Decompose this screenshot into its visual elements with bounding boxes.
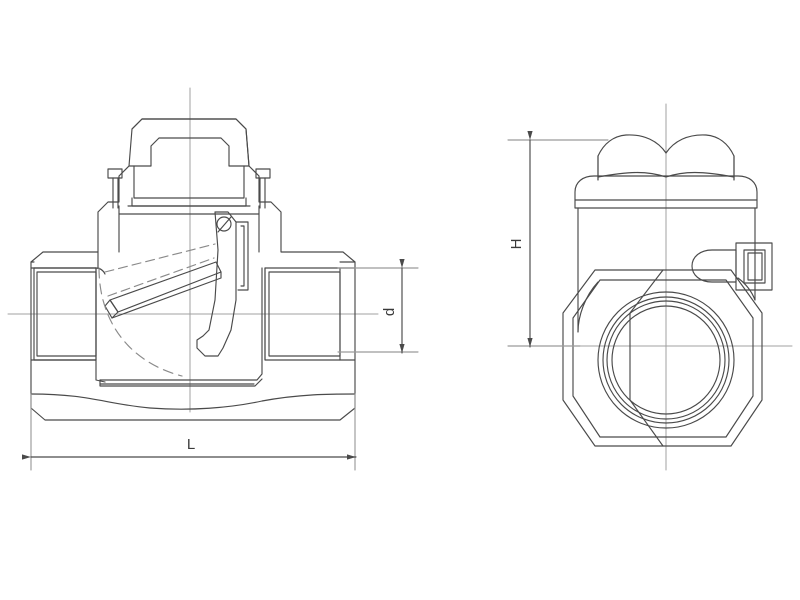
dimension-label-H: H	[508, 239, 525, 250]
port-right-bore-inner	[268, 271, 341, 357]
disc-closed-hidden-upper	[104, 243, 216, 273]
centerlines	[7, 87, 793, 471]
hex-bonnet-nut	[597, 134, 735, 181]
chamber-left-lower	[95, 359, 106, 383]
disc-hinge-pin-slash	[217, 216, 232, 233]
hex-body-octagon-outer-left	[562, 269, 664, 447]
hex-body-octagon-outer	[629, 269, 763, 447]
dimension-H	[507, 131, 609, 348]
disc-plate	[109, 261, 222, 313]
bore-circle-outer	[597, 291, 735, 429]
bonnet-upper-dome	[150, 137, 230, 167]
side-boss-plug-outer	[735, 242, 773, 291]
bonnet-seat-band-bottom	[131, 197, 247, 207]
bonnet-lower-flange	[118, 205, 260, 215]
side-boss-plug-inner2	[747, 252, 763, 281]
hex-nut-seat-line	[597, 171, 735, 178]
disc-swing-arc	[98, 267, 183, 377]
barrel-to-hex-left	[577, 281, 599, 333]
bonnet-seat-band-top	[133, 165, 245, 199]
bore-circle-thread-1	[602, 296, 730, 424]
dimension-label-d: d	[381, 308, 398, 316]
dimension-label-L: L	[187, 436, 195, 453]
bonnet-cap-outline	[131, 118, 250, 167]
disc-hinge-arm	[196, 211, 237, 357]
hinge-bracket	[235, 221, 249, 291]
right-view-end-elevation	[562, 134, 773, 447]
port-left-chamfer	[30, 267, 35, 361]
bore-circle-inner	[611, 305, 721, 415]
side-boss-oval	[691, 249, 737, 283]
hex-body-octagon-inner	[572, 279, 754, 438]
left-view-sectional	[30, 118, 356, 421]
bore-circle-thread-2	[606, 300, 726, 420]
bolt-right-head	[255, 168, 271, 179]
bonnet-collar	[574, 175, 758, 209]
bolt-left-head	[107, 168, 123, 179]
hinge-bracket-inner	[240, 225, 245, 287]
seat-left-transition	[95, 267, 106, 275]
disc-plate-edge	[111, 271, 222, 319]
disc-closed-hidden-lower	[107, 257, 215, 297]
body-bottom-pad	[99, 378, 263, 387]
internal-cavity-floor	[99, 267, 263, 381]
valve-body-outline	[30, 118, 356, 421]
dimension-d	[337, 259, 419, 354]
side-boss-plug-inner	[743, 249, 766, 284]
body-bottom-profile	[30, 393, 356, 410]
disc-plate-face	[104, 299, 119, 319]
barrel-to-hex-right	[737, 277, 756, 301]
dimension-L	[22, 393, 357, 471]
